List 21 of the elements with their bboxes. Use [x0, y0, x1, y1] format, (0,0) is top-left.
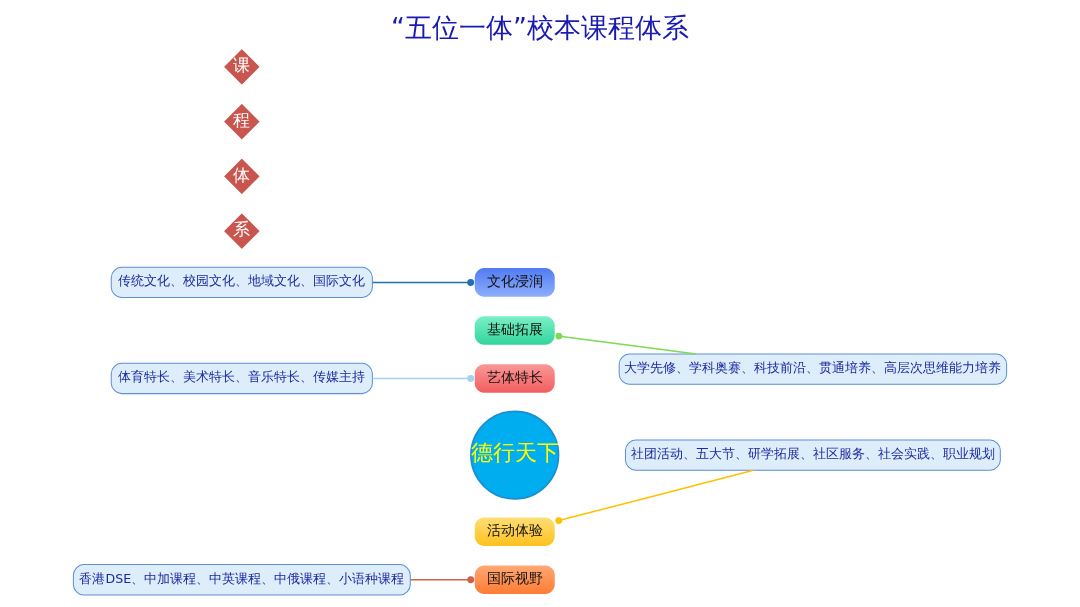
connector: [555, 332, 697, 355]
node-diamond: 课: [221, 46, 262, 87]
node-box: 社团活动、五大节、研学拓展、社区服务、社会实践、职业规划: [625, 439, 1001, 471]
node-diamond: 程: [221, 101, 262, 142]
connector: [555, 469, 755, 525]
node-box: 体育特长、美术特长、音乐特长、传媒主持: [110, 362, 373, 395]
node-box: 活动体验: [472, 514, 558, 549]
diagram-title: “五位一体”校本课程体系: [391, 11, 689, 43]
node-box: 传统文化、校园文化、地域文化、国际文化: [110, 266, 373, 299]
node-box: 艺体特长: [472, 361, 558, 396]
node-box: 香港DSE、中加课程、中英课程、中俄课程、小语种课程: [72, 564, 411, 596]
connector: [371, 279, 475, 286]
connector: [409, 576, 475, 584]
node-box: 大学先修、学科奥赛、科技前沿、贯通培养、高层次思维能力培养: [618, 353, 1008, 385]
node-box: 基础拓展: [472, 313, 558, 348]
node-circle: 德行天下: [470, 410, 560, 500]
node-box: 文化浸润: [472, 265, 558, 300]
connector: [371, 375, 475, 382]
node-diamond: 体: [221, 156, 262, 197]
node-diamond: 系: [221, 210, 262, 252]
node-box: 国际视野: [472, 562, 558, 597]
